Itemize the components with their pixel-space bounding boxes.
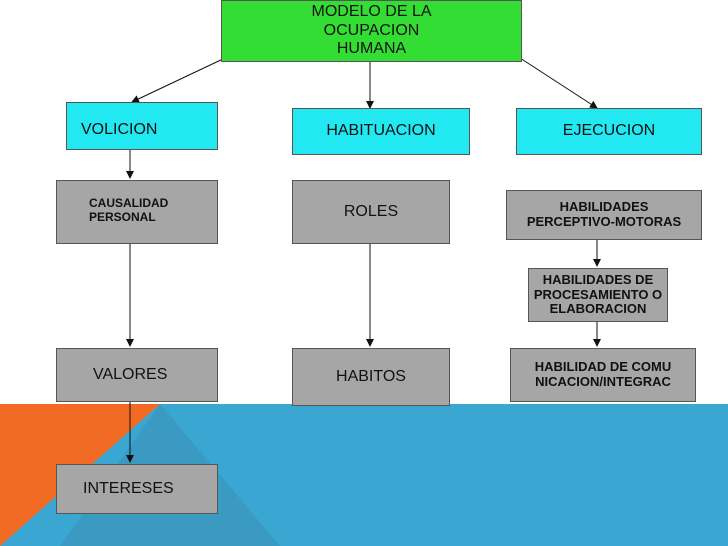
header-volicion: VOLICION bbox=[66, 102, 218, 150]
item-habitos: HABITOS bbox=[292, 348, 450, 406]
arrow-title-to-ejecucion bbox=[519, 57, 598, 109]
item-roles: ROLES bbox=[292, 180, 450, 244]
item-valores: VALORES bbox=[56, 348, 218, 402]
arrow-title-to-volicion bbox=[131, 57, 226, 103]
item-intereses: INTERESES bbox=[56, 464, 218, 514]
item-habilidades-procesamiento: HABILIDADES DE PROCESAMIENTO O ELABORACI… bbox=[528, 268, 668, 322]
item-causalidad-personal: CAUSALIDAD PERSONAL bbox=[56, 180, 218, 244]
header-ejecucion: EJECUCION bbox=[516, 108, 702, 155]
header-habituacion: HABITUACION bbox=[292, 108, 470, 155]
item-habilidad-comunicacion: HABILIDAD DE COMU NICACION/INTEGRAC bbox=[510, 348, 696, 402]
item-habilidades-perceptivo-motoras: HABILIDADES PERCEPTIVO-MOTORAS bbox=[506, 190, 702, 240]
title-box: MODELO DE LA OCUPACION HUMANA bbox=[221, 0, 522, 62]
